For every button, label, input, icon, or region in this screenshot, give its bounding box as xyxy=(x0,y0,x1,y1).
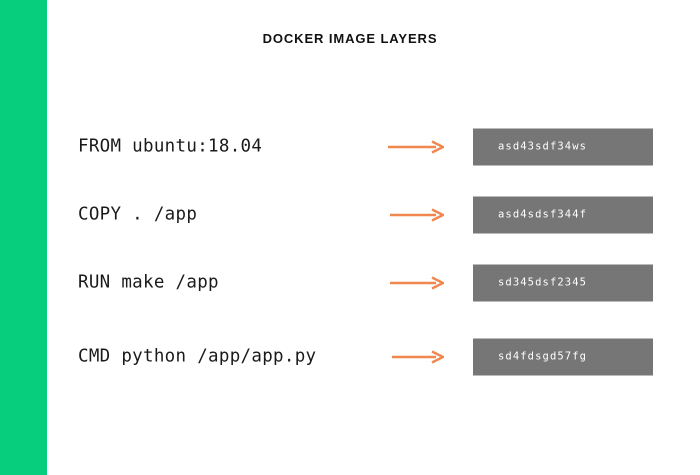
layer-hash-label: sd345dsf2345 xyxy=(498,276,588,289)
layer-hash-box: sd4fdsgd57fg xyxy=(473,338,653,376)
layer-row: RUN make /app sd345dsf2345 xyxy=(47,253,700,313)
right-arrow-icon xyxy=(388,140,444,154)
layer-hash-label: asd4sdsf344f xyxy=(498,208,588,221)
layer-row: COPY . /app asd4sdsf344f xyxy=(47,185,700,245)
dockerfile-command: RUN make /app xyxy=(78,272,219,293)
page-title: DOCKER IMAGE LAYERS xyxy=(262,31,438,46)
layer-hash-box: asd4sdsf344f xyxy=(473,196,653,234)
dockerfile-command: FROM ubuntu:18.04 xyxy=(78,136,263,157)
layer-hash-box: sd345dsf2345 xyxy=(473,264,653,302)
dockerfile-command: COPY . /app xyxy=(78,204,198,225)
right-arrow-icon xyxy=(390,276,444,290)
layer-hash-box: asd43sdf34ws xyxy=(473,128,653,166)
layer-row: CMD python /app/app.py sd4fdsgd57fg xyxy=(47,327,700,387)
right-arrow-icon xyxy=(392,350,444,364)
left-accent-bar xyxy=(0,0,47,475)
right-arrow-icon xyxy=(390,208,444,222)
layer-hash-label: sd4fdsgd57fg xyxy=(498,350,588,363)
dockerfile-command: CMD python /app/app.py xyxy=(78,346,317,367)
layer-row: FROM ubuntu:18.04 asd43sdf34ws xyxy=(47,117,700,177)
layer-hash-label: asd43sdf34ws xyxy=(498,140,588,153)
